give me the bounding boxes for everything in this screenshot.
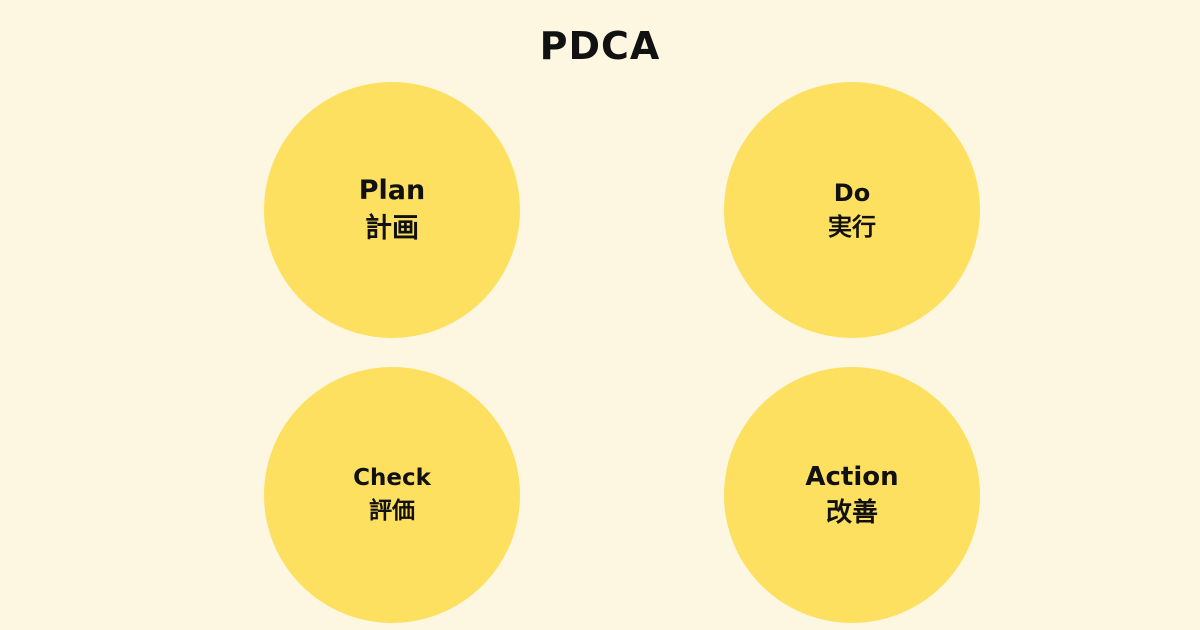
action-label: Action bbox=[805, 461, 899, 492]
check-japanese-label: 評価 bbox=[369, 498, 415, 524]
check-label: Check bbox=[353, 465, 431, 492]
do-circle: Do 実行 bbox=[724, 82, 980, 338]
diagram-title: PDCA bbox=[539, 24, 661, 68]
plan-circle: Plan 計画 bbox=[264, 82, 520, 338]
do-japanese-label: 実行 bbox=[828, 213, 876, 241]
plan-label: Plan bbox=[358, 175, 426, 207]
do-label: Do bbox=[833, 179, 871, 207]
check-circle: Check 評価 bbox=[264, 367, 520, 623]
plan-japanese-label: 計画 bbox=[365, 213, 419, 244]
action-circle: Action 改善 bbox=[724, 367, 980, 623]
action-japanese-label: 改善 bbox=[825, 498, 878, 528]
